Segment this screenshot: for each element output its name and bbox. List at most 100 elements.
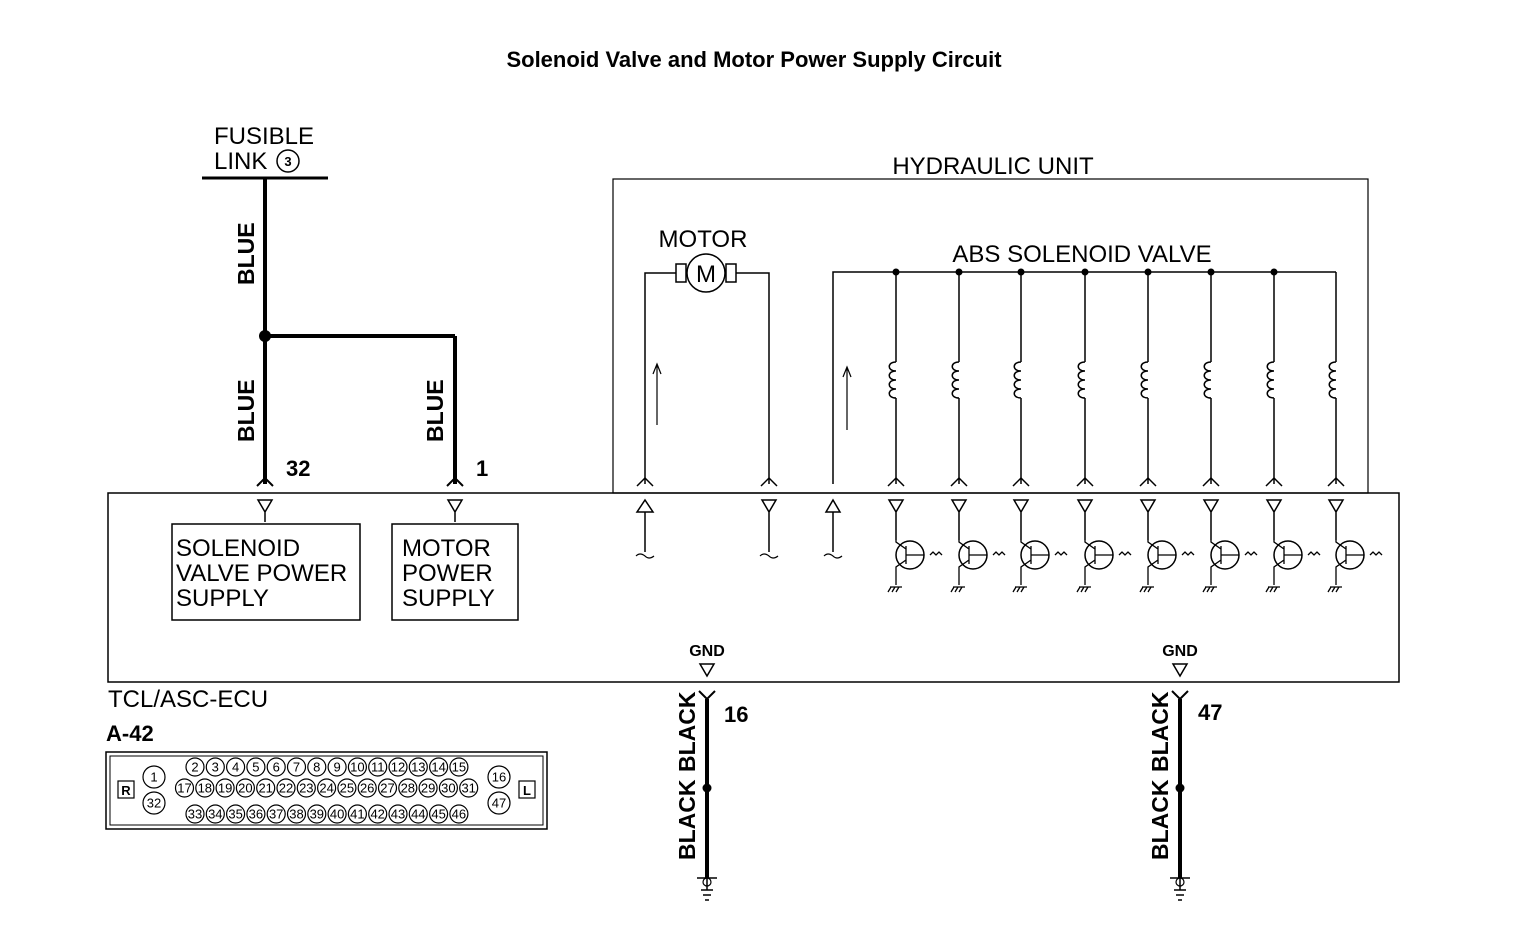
connector-pin	[185, 757, 205, 777]
connector-chevron	[760, 476, 778, 487]
connector-pin	[408, 804, 428, 824]
connector-pin	[459, 778, 479, 798]
ground-terminal	[702, 877, 712, 887]
connector-pin	[327, 757, 347, 777]
solenoid-coil-icon	[1328, 272, 1337, 484]
connector-pin-label: 38	[289, 807, 303, 822]
ground-icon	[697, 877, 717, 901]
connector-pin-label: 26	[360, 781, 374, 796]
connector-pin-label: 31	[461, 781, 475, 796]
ecu-input-marker	[446, 499, 464, 522]
connector-pin	[327, 804, 347, 824]
wire-color-label: BLACK	[1147, 779, 1173, 860]
solenoid-coil-icon	[1203, 272, 1212, 484]
connector-pin	[205, 757, 225, 777]
connector-pin-label: 37	[269, 807, 283, 822]
connector-pin-label: 7	[293, 760, 300, 775]
connector-chevron	[256, 476, 274, 487]
connector-pin-label: 6	[273, 760, 280, 775]
connector-pin	[337, 778, 357, 798]
motor-wire-left	[644, 272, 676, 484]
connector-pin-label: 19	[218, 781, 232, 796]
motor-brush	[725, 263, 737, 283]
ecu-input-marker	[1076, 499, 1094, 540]
solenoid-coil-icon	[1140, 272, 1149, 484]
block-label: SUPPLY	[402, 585, 495, 612]
wire-color-label: BLUE	[233, 222, 259, 285]
connector-pin-label: 20	[238, 781, 252, 796]
connector-pin-label: 36	[249, 807, 263, 822]
connector-pin	[142, 765, 166, 789]
connector-pin-label: 42	[370, 807, 384, 822]
connector-pin	[226, 804, 246, 824]
connector-pin-label: 12	[391, 760, 405, 775]
connector-pin-label: 30	[441, 781, 455, 796]
connector-pin	[205, 804, 225, 824]
connector-pin	[246, 804, 266, 824]
chassis-ground-icon	[1265, 586, 1280, 593]
gnd-label: GND	[1162, 643, 1198, 660]
block-label: VALVE POWER	[176, 560, 347, 587]
connector-pin-label: 45	[431, 807, 445, 822]
connector-face	[105, 751, 548, 830]
connector-pin-label: 8	[313, 760, 320, 775]
connector-pin-label: 28	[401, 781, 415, 796]
wave-icon	[759, 553, 779, 559]
connector-pin-label: 24	[319, 781, 333, 796]
connector-pin	[286, 757, 307, 777]
connector-pin	[429, 757, 449, 777]
splice-point	[1175, 783, 1185, 793]
current-arrow-icon	[652, 362, 662, 425]
connector-pin-label: 27	[380, 781, 394, 796]
connector-chevron	[1012, 476, 1030, 487]
gnd-marker	[698, 663, 716, 678]
connector-pin	[438, 778, 458, 798]
chassis-ground-icon	[1076, 586, 1091, 593]
ecu-input-marker	[887, 499, 905, 540]
chassis-ground-icon	[887, 586, 902, 593]
ecu-input-marker	[1012, 499, 1030, 540]
ecu-output-marker	[635, 498, 655, 552]
ecu-input-marker	[256, 499, 274, 522]
chassis-ground-icon	[1202, 586, 1217, 593]
ecu-output-marker	[824, 498, 842, 552]
connector-chevron	[1327, 476, 1345, 487]
connector-chevron	[698, 690, 716, 701]
chassis-ground-icon	[1327, 586, 1342, 593]
connector-pin	[487, 791, 511, 815]
connector-pin	[357, 778, 377, 798]
connector-pin-label: 9	[333, 760, 340, 775]
connector-pin-label: 25	[340, 781, 354, 796]
solenoid-coil-icon	[951, 272, 960, 484]
connector-pin	[388, 804, 408, 824]
connector-pin	[347, 804, 367, 824]
connector-pin	[487, 765, 511, 789]
pin-number-16: 16	[724, 702, 748, 727]
connector-pin	[296, 778, 316, 798]
connector-pin	[347, 757, 367, 777]
connector-pin-label: 46	[452, 807, 466, 822]
connector-pin-label: 15	[452, 760, 466, 775]
ecu-input-marker	[1202, 499, 1220, 540]
transistor-leads	[1020, 540, 1068, 585]
connector-pin	[185, 804, 205, 824]
abs-solenoid-valve-label: ABS SOLENOID VALVE	[952, 241, 1211, 268]
solenoid-drivers	[887, 499, 1383, 593]
block-label: POWER	[402, 560, 493, 587]
connector-tag-box	[117, 780, 135, 799]
connector-pin-label: 11	[371, 760, 385, 775]
splice-point	[702, 783, 712, 793]
solenoid-coil-icon	[1266, 272, 1275, 484]
motor-label: MOTOR	[659, 226, 748, 253]
connector-chevron	[1265, 476, 1283, 487]
connector-pin	[388, 757, 408, 777]
connector-face-inner	[109, 755, 544, 826]
connector-pin-label: 1	[150, 770, 157, 785]
solenoid-coils	[887, 268, 1345, 487]
fusible-link-label-2: LINK	[214, 148, 267, 175]
motor-power-supply-block	[391, 523, 519, 621]
transistor-leads	[895, 540, 943, 585]
solenoid-valve-power-supply-block	[171, 523, 361, 621]
ecu-input-marker	[1139, 499, 1157, 540]
